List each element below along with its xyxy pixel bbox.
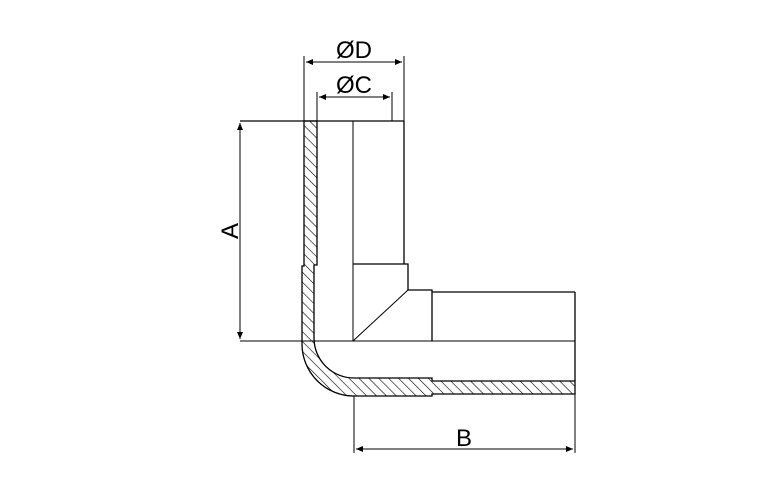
pipe-wall-section <box>301 120 576 397</box>
dimension-b-label: B <box>456 425 472 452</box>
dimension-a-label: A <box>217 223 244 239</box>
bend-diagonal <box>352 289 409 342</box>
dimension-c-label: ØC <box>336 72 372 99</box>
dimension-d-label: ØD <box>336 37 372 64</box>
